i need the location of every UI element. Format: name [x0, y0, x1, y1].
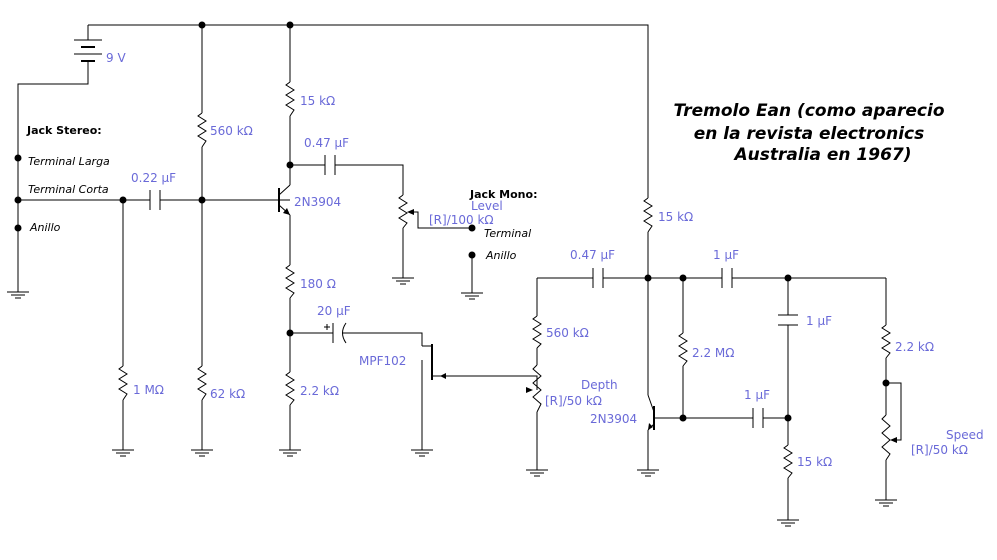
- transistor-q1: [278, 184, 291, 216]
- capacitor-20u: [324, 322, 347, 344]
- resistor-level-pot: [398, 194, 408, 229]
- label-20u: 20 µF: [317, 304, 351, 318]
- resistor-depth-pot: [532, 364, 542, 413]
- resistor-62k: [197, 365, 207, 401]
- resistor-1m: [118, 365, 128, 401]
- jack-stereo-heading: Jack Stereo:: [26, 124, 102, 137]
- capacitor-1u-a: [721, 268, 733, 288]
- label-2-2k-speed: 2.2 kΩ: [895, 340, 934, 354]
- transistor-q2: [647, 394, 655, 431]
- jfet-mpf102: [431, 344, 446, 380]
- label-15k-osc-bottom: 15 kΩ: [797, 455, 832, 469]
- label-1m: 1 MΩ: [133, 383, 164, 397]
- label-1u-c: 1 µF: [744, 388, 770, 402]
- resistor-2-2k-emitter: [285, 371, 295, 406]
- resistors: [118, 81, 891, 479]
- capacitor-1u-c: [752, 408, 764, 428]
- label-1u-a: 1 µF: [713, 248, 739, 262]
- resistor-2-2k-speed: [881, 324, 891, 359]
- battery-9v: [74, 39, 102, 62]
- jack-stereo-terminal-corta: Terminal Corta: [28, 183, 109, 196]
- battery-label: 9 V: [106, 51, 126, 65]
- label-depth-name: Depth: [581, 378, 618, 392]
- label-560k-depth: 560 kΩ: [546, 326, 589, 340]
- label-speed-name: Speed: [946, 428, 984, 442]
- jack-mono-anillo: Anillo: [485, 249, 517, 262]
- capacitor-0-47u-osc: [592, 268, 604, 288]
- pot-wipers: [407, 209, 897, 443]
- resistor-15k-collector: [285, 81, 295, 117]
- label-level-name: Level: [471, 199, 503, 213]
- label-62k: 62 kΩ: [210, 387, 245, 401]
- label-depth-value: [R]/50 kΩ: [545, 394, 602, 408]
- resistor-15k-osc: [643, 197, 653, 233]
- resistor-560k-depth: [532, 315, 542, 349]
- capacitor-0-22u: [149, 190, 161, 210]
- label-level-value: [R]/100 kΩ: [429, 213, 494, 227]
- label-180: 180 Ω: [300, 277, 336, 291]
- resistor-560k-bias: [197, 112, 207, 148]
- capacitor-0-47u-out: [324, 155, 336, 175]
- resistor-15k-osc-bottom: [783, 444, 793, 479]
- resistor-2-2m: [678, 332, 688, 367]
- resistor-180: [285, 264, 295, 299]
- jack-stereo-anillo: Anillo: [29, 221, 61, 234]
- resistor-speed-pot: [881, 414, 891, 461]
- label-0-47u-out: 0.47 µF: [304, 136, 349, 150]
- label-2-2k-emitter: 2.2 kΩ: [300, 384, 339, 398]
- jack-stereo-terminal-larga: Terminal Larga: [28, 155, 110, 168]
- label-15k-collector: 15 kΩ: [300, 94, 335, 108]
- label-15k-osc: 15 kΩ: [658, 210, 693, 224]
- capacitor-1u-b: [778, 314, 798, 326]
- label-mpf102: MPF102: [359, 354, 406, 368]
- junctions: [14, 21, 890, 422]
- label-0-22u: 0.22 µF: [131, 171, 176, 185]
- label-2-2m: 2.2 MΩ: [692, 346, 734, 360]
- label-speed-value: [R]/50 kΩ: [911, 443, 968, 457]
- label-560k-bias: 560 kΩ: [210, 124, 253, 138]
- title-line-1: Tremolo Ean (como aparecio: [673, 101, 944, 121]
- label-0-47u-osc: 0.47 µF: [570, 248, 615, 262]
- label-q1: 2N3904: [294, 195, 341, 209]
- wires: [17, 24, 902, 510]
- title-line-2: en la revista electronics: [694, 124, 925, 144]
- jack-mono-terminal: Terminal: [484, 227, 531, 240]
- title-line-3: Australia en 1967): [732, 145, 911, 165]
- label-1u-b: 1 µF: [806, 314, 832, 328]
- jack-mono-heading: Jack Mono:: [469, 188, 537, 201]
- capacitors: [149, 155, 798, 428]
- label-q2: 2N3904: [590, 412, 637, 426]
